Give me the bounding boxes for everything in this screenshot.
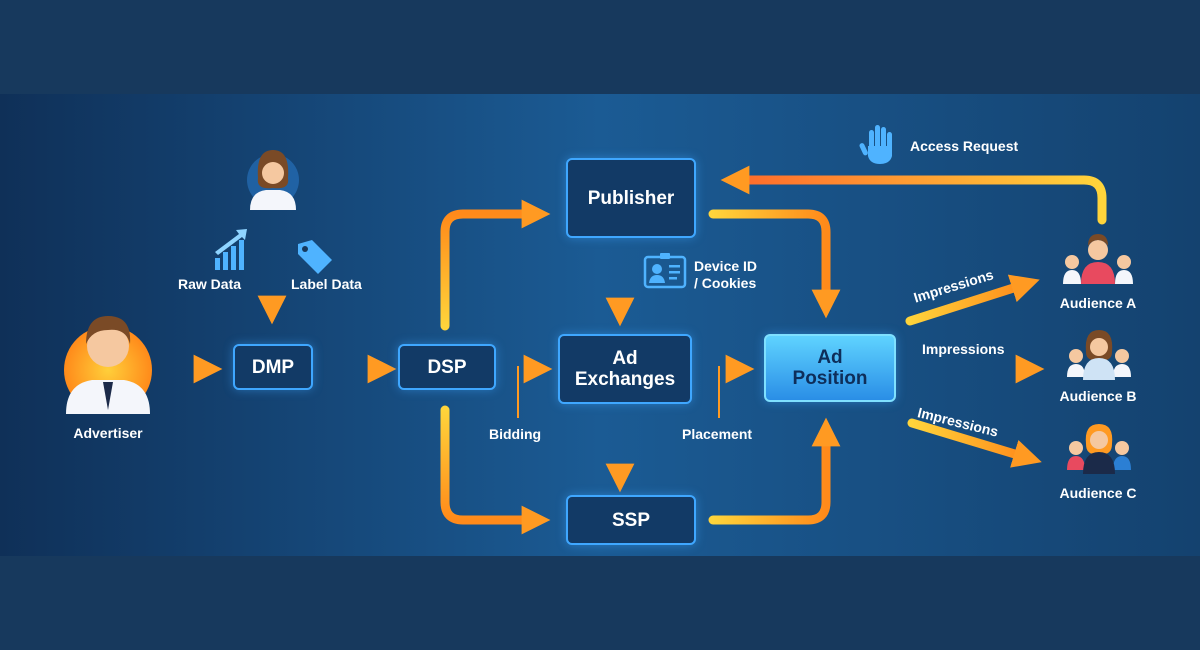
arrow-impressions-a (905, 274, 1040, 326)
arrow-access-request (720, 165, 1107, 225)
arrow-dsp-to-ssp (440, 405, 551, 535)
user-icon (247, 150, 299, 210)
arrow-ssp-to-adposition (708, 417, 841, 525)
audience-b-label: Audience B (1059, 388, 1137, 404)
raw-data-label: Raw Data (178, 276, 242, 292)
audience-a-label: Audience A (1059, 295, 1137, 311)
id-card-icon (643, 253, 687, 289)
hand-icon (859, 125, 892, 164)
placement-label: Placement (682, 426, 753, 442)
label-data-label: Label Data (291, 276, 362, 292)
businessman-icon (64, 316, 152, 414)
group-icon (1067, 330, 1131, 380)
device-id-label: Device ID / Cookies (694, 258, 758, 291)
group-icon (1067, 424, 1131, 474)
advertiser-label: Advertiser (73, 425, 143, 441)
bidding-label: Bidding (489, 426, 542, 442)
node-dsp: DSP (398, 344, 496, 390)
node-ssp: SSP (566, 495, 696, 545)
arrow-dsp-to-publisher (440, 199, 551, 331)
node-ad-exchanges: Ad Exchanges (558, 334, 692, 404)
group-icon (1063, 234, 1133, 284)
impressions-b-label: Impressions (922, 341, 1005, 357)
arrow-publisher-to-adposition (708, 209, 841, 319)
node-dmp: DMP (233, 344, 313, 390)
audience-c-label: Audience C (1059, 485, 1137, 501)
access-request-label: Access Request (910, 138, 1019, 154)
tag-icon (298, 240, 332, 274)
node-publisher: Publisher (566, 158, 696, 238)
node-ad-position: Ad Position (764, 334, 896, 402)
bar-chart-icon (215, 229, 247, 270)
arrow-impressions-c (907, 418, 1042, 468)
